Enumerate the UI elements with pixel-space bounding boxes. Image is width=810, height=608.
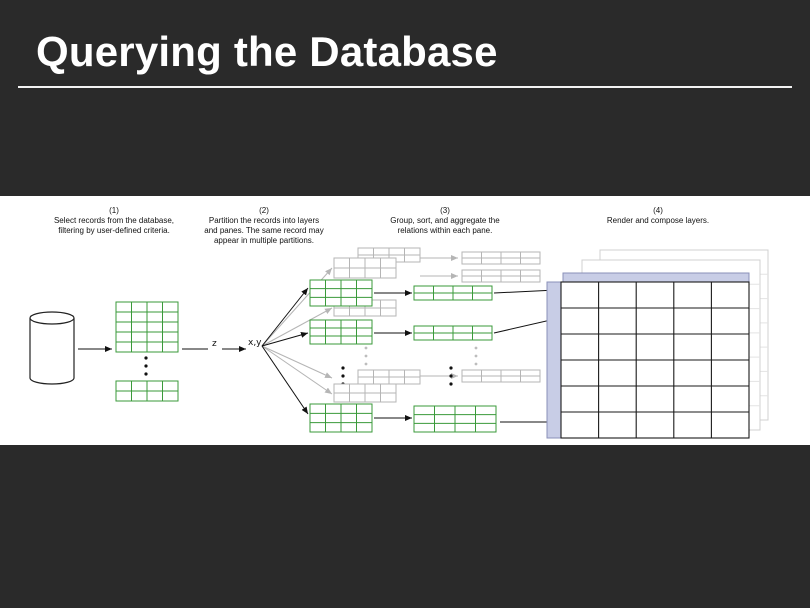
step-caption-1: (1) Select records from the database, fi… [54,206,174,235]
step-caption-3: (3) Group, sort, and aggregate the relat… [390,206,500,235]
partition-arrows [261,287,309,415]
rendered-layers [546,249,769,439]
records-table [115,301,179,353]
step-text-line: Partition the records into layers [209,216,319,225]
pane-relation-table [413,285,493,301]
step-number: (2) [259,206,269,215]
step-text-line: Group, sort, and aggregate the [390,216,500,225]
label-z: z [212,339,217,349]
query-pipeline-diagram: (1) Select records from the database, fi… [0,196,810,445]
group-arrows [374,290,412,421]
faded-pane-table [461,251,541,265]
rendered-grid [560,281,750,439]
records-table [115,380,179,402]
step-number: (3) [440,206,450,215]
partition-table [309,279,373,307]
layer-header-strip [562,272,750,283]
faded-group-arrows [420,255,458,379]
pane-relation-table [413,405,497,433]
layer-side-strip [546,281,562,439]
partition-table [309,403,373,433]
step-text-line: Render and compose layers. [607,216,709,225]
faded-partition-table [333,383,397,403]
partition-table [309,319,373,345]
step-text-line: filtering by user-defined criteria. [58,226,170,235]
faded-partition-table [333,257,397,279]
faded-partition-table [357,369,421,385]
slide-title: Querying the Database [36,28,498,75]
step-caption-4: (4) Render and compose layers. [607,206,709,225]
step-text-line: appear in multiple partitions. [214,236,314,245]
title-divider [18,86,792,88]
faded-pane-table [461,269,541,283]
step-number: (1) [109,206,119,215]
pane-relation-table [413,325,493,341]
step-number: (4) [653,206,663,215]
step-text-line: Select records from the database, [54,216,174,225]
database-icon [29,311,75,385]
step-text-line: relations within each pane. [398,226,493,235]
diagram-canvas: (1) Select records from the database, fi… [29,206,769,439]
step-caption-2: (2) Partition the records into layers an… [204,206,323,245]
step-text-line: and panes. The same record may [204,226,323,235]
faded-pane-table [461,369,541,383]
faded-ellipsis-dots [364,346,478,366]
label-xy: x,y [248,338,262,348]
tables-layer [115,247,541,433]
